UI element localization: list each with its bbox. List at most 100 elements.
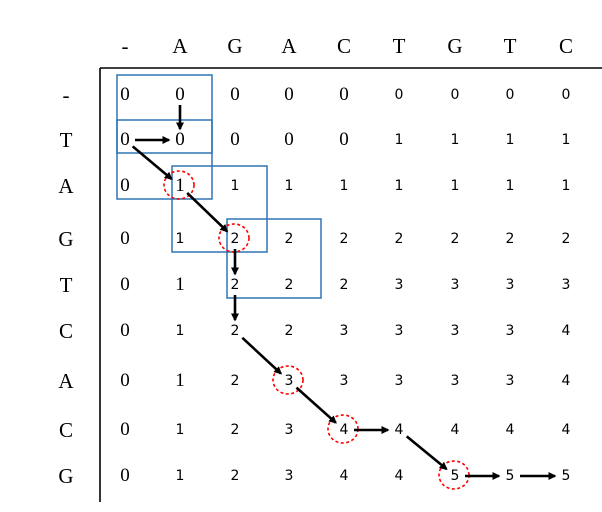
matrix-cell: 5 — [450, 468, 460, 484]
matrix-cell: 0 — [230, 84, 240, 105]
matrix-cell: 4 — [561, 373, 571, 389]
matrix-cell: 5 — [505, 468, 515, 484]
matrix-cell: 3 — [394, 323, 404, 339]
matrix-cell: 0 — [175, 129, 185, 150]
row-header: T — [59, 128, 73, 152]
column-header: T — [392, 34, 406, 58]
row-header: G — [58, 464, 74, 488]
matrix-cell: 1 — [394, 178, 404, 194]
matrix-cell: 0 — [339, 129, 349, 150]
matrix-cell: 4 — [394, 422, 404, 438]
matrix-cell: 0 — [120, 274, 130, 295]
matrix-cell: 1 — [394, 132, 404, 148]
row-header: A — [58, 174, 74, 198]
column-header: C — [558, 34, 573, 58]
matrix-cell: 0 — [120, 84, 130, 105]
row-header: C — [58, 319, 73, 343]
matrix-cell: 0 — [339, 84, 349, 105]
traceback-arrow — [241, 336, 283, 375]
matrix-cell: 4 — [450, 422, 460, 438]
matrix-cell: 0 — [450, 87, 460, 103]
column-header: G — [447, 34, 463, 58]
matrix-cell: 1 — [450, 132, 460, 148]
matrix-cell: 0 — [120, 419, 130, 440]
matrix-cell: 3 — [505, 323, 515, 339]
window-box — [226, 218, 322, 299]
matrix-cell: 1 — [561, 178, 571, 194]
matrix-cell: 0 — [284, 84, 294, 105]
matrix-cell: 1 — [561, 132, 571, 148]
circled-cell-marker — [163, 170, 195, 200]
matrix-cell: 1 — [175, 274, 185, 295]
matrix-cell: 2 — [505, 231, 515, 247]
matrix-cell: 3 — [339, 373, 349, 389]
matrix-cell: 1 — [230, 178, 240, 194]
matrix-cell: 0 — [120, 228, 130, 249]
matrix-cell: 4 — [394, 468, 404, 484]
row-header: T — [59, 273, 73, 297]
matrix-cell: 1 — [505, 178, 515, 194]
matrix-cell: 3 — [394, 373, 404, 389]
matrix-cell: 4 — [339, 422, 349, 438]
matrix-cell: 2 — [284, 323, 294, 339]
matrix-cell: 3 — [450, 373, 460, 389]
matrix-cell: 4 — [561, 422, 571, 438]
matrix-cell: 2 — [230, 231, 240, 247]
matrix-cell: 1 — [339, 178, 349, 194]
matrix-cell: 1 — [175, 422, 185, 438]
matrix-cell: 5 — [561, 468, 571, 484]
traceback-arrow — [186, 192, 229, 233]
row-header: - — [62, 83, 70, 107]
traceback-arrow — [405, 435, 448, 471]
matrix-cell: 2 — [450, 231, 460, 247]
matrix-cell: 1 — [175, 231, 185, 247]
matrix-cell: 2 — [230, 277, 240, 293]
matrix-cell: 1 — [505, 132, 515, 148]
matrix-cell: 0 — [175, 84, 185, 105]
matrix-cell: 2 — [339, 277, 349, 293]
column-header: A — [281, 34, 297, 58]
matrix-cell: 4 — [561, 323, 571, 339]
matrix-cell: 3 — [284, 422, 294, 438]
matrix-cell: 3 — [505, 373, 515, 389]
matrix-cell: 3 — [505, 277, 515, 293]
matrix-cell: 3 — [450, 323, 460, 339]
matrix-cell: 0 — [230, 129, 240, 150]
matrix-cell: 3 — [284, 373, 294, 389]
matrix-cell: 3 — [339, 323, 349, 339]
matrix-cell: 3 — [284, 468, 294, 484]
matrix-cell: 0 — [561, 87, 571, 103]
row-header: A — [58, 369, 74, 393]
matrix-cell: 3 — [394, 277, 404, 293]
matrix-cell: 0 — [120, 465, 130, 486]
column-header: T — [503, 34, 517, 58]
matrix-cell: 2 — [230, 468, 240, 484]
matrix-cell: 2 — [284, 231, 294, 247]
column-header: A — [172, 34, 188, 58]
circled-cell-marker — [272, 365, 304, 395]
matrix-cell: 1 — [175, 370, 185, 391]
window-box — [171, 165, 268, 253]
window-box — [116, 74, 213, 154]
matrix-cell: 0 — [120, 175, 130, 196]
matrix-cell: 2 — [561, 231, 571, 247]
row-header: C — [58, 418, 73, 442]
matrix-cell: 0 — [120, 129, 130, 150]
matrix-cell: 3 — [450, 277, 460, 293]
row-header: G — [58, 227, 74, 251]
matrix-cell: 2 — [394, 231, 404, 247]
matrix-cell: 0 — [284, 129, 294, 150]
matrix-cell: 2 — [339, 231, 349, 247]
matrix-cell: 2 — [284, 277, 294, 293]
matrix-cell: 0 — [394, 87, 404, 103]
matrix-cell: 1 — [175, 175, 185, 196]
matrix-cell: 1 — [450, 178, 460, 194]
matrix-cell: 2 — [230, 422, 240, 438]
matrix-cell: 4 — [505, 422, 515, 438]
matrix-cell: 1 — [284, 178, 294, 194]
matrix-cell: 0 — [120, 370, 130, 391]
matrix-cell: 1 — [175, 468, 185, 484]
matrix-cell: 2 — [230, 373, 240, 389]
